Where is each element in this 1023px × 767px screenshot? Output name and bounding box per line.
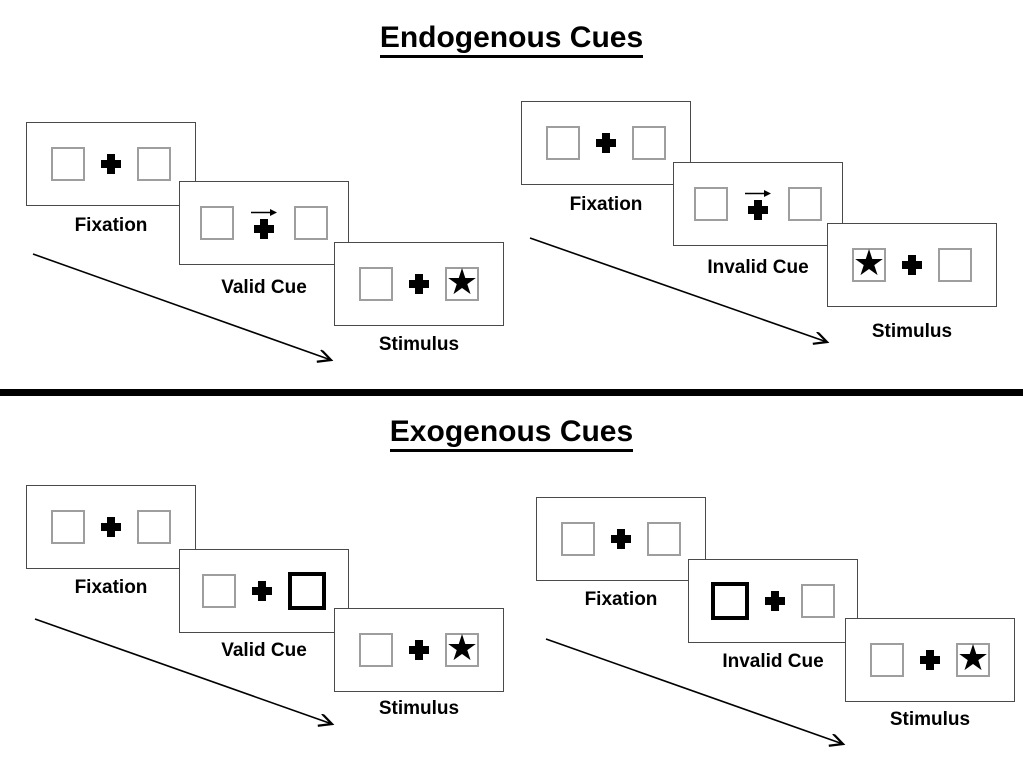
fixation-cross-icon [254,218,274,239]
sequence-arrow-icon [34,618,343,733]
placeholder-box-right [294,206,328,240]
fixation-label: Fixation [74,215,148,236]
placeholder-box-left [51,147,85,181]
fixation-panel [26,122,196,206]
cue-panel [179,549,349,633]
fixation-cross-icon [902,255,922,275]
exogenous-title-text: Exogenous Cues [389,415,634,452]
fixation-cross-icon [252,581,272,601]
placeholder-box-left [546,126,580,160]
placeholder-box-right [137,147,171,181]
placeholder-box-left [359,633,393,667]
placeholder-box-left [51,510,85,544]
peripheral-cue-box [288,572,326,610]
central-cue [250,208,278,239]
exogenous-title: Exogenous Cues [0,415,1023,452]
star-box: ★ [445,262,479,303]
stimulus-label: Stimulus [889,709,971,730]
placeholder-box-left [870,643,904,677]
cue-arrow-icon [251,208,277,216]
stimulus-panel: ★ [845,618,1015,702]
sequence-arrow-icon [32,253,340,368]
fixation-cross-icon [920,650,940,670]
stimulus-panel: ★ [334,608,504,692]
placeholder-box-left [694,187,728,221]
stimulus-label: Stimulus [378,698,460,719]
placeholder-box-right [801,584,835,618]
fixation-panel [521,101,691,185]
sequence-arrow-icon [545,638,854,753]
placeholder-box-right [647,522,681,556]
stimulus-label: Stimulus [378,334,460,355]
star-box: ★ [956,638,990,679]
star-icon: ★ [956,638,990,679]
placeholder-box-right [938,248,972,282]
central-cue [744,189,772,220]
fixation-label: Fixation [584,589,658,610]
cue-panel [673,162,843,246]
fixation-cross-icon [596,133,616,153]
cue-panel [179,181,349,265]
fixation-label: Fixation [569,194,643,215]
stimulus-panel: ★ [827,223,997,307]
cue-panel [688,559,858,643]
placeholder-box-left [202,574,236,608]
fixation-cross-icon [101,517,121,537]
fixation-panel [26,485,196,569]
stimulus-label: Stimulus [871,321,953,342]
section-divider [0,389,1023,396]
fixation-cross-icon [101,154,121,174]
cue-label: Invalid Cue [707,257,809,278]
cue-label: Valid Cue [221,640,307,661]
star-box: ★ [852,243,886,284]
fixation-cross-icon [748,199,768,220]
placeholder-box-left [359,267,393,301]
fixation-cross-icon [611,529,631,549]
cue-label: Valid Cue [221,277,307,298]
endogenous-title-text: Endogenous Cues [379,21,644,58]
star-icon: ★ [445,262,479,303]
star-box: ★ [445,628,479,669]
placeholder-box-left [200,206,234,240]
cue-label: Invalid Cue [722,651,824,672]
placeholder-box-left [561,522,595,556]
sequence-arrow-icon [529,237,838,352]
placeholder-box-right [788,187,822,221]
endogenous-title: Endogenous Cues [0,21,1023,58]
cue-arrow-icon [745,189,771,197]
placeholder-box-right [632,126,666,160]
fixation-cross-icon [765,591,785,611]
star-icon: ★ [852,243,886,284]
placeholder-box-right [137,510,171,544]
peripheral-cue-box [711,582,749,620]
fixation-cross-icon [409,640,429,660]
stimulus-panel: ★ [334,242,504,326]
fixation-panel [536,497,706,581]
fixation-cross-icon [409,274,429,294]
fixation-label: Fixation [74,577,148,598]
star-icon: ★ [445,628,479,669]
